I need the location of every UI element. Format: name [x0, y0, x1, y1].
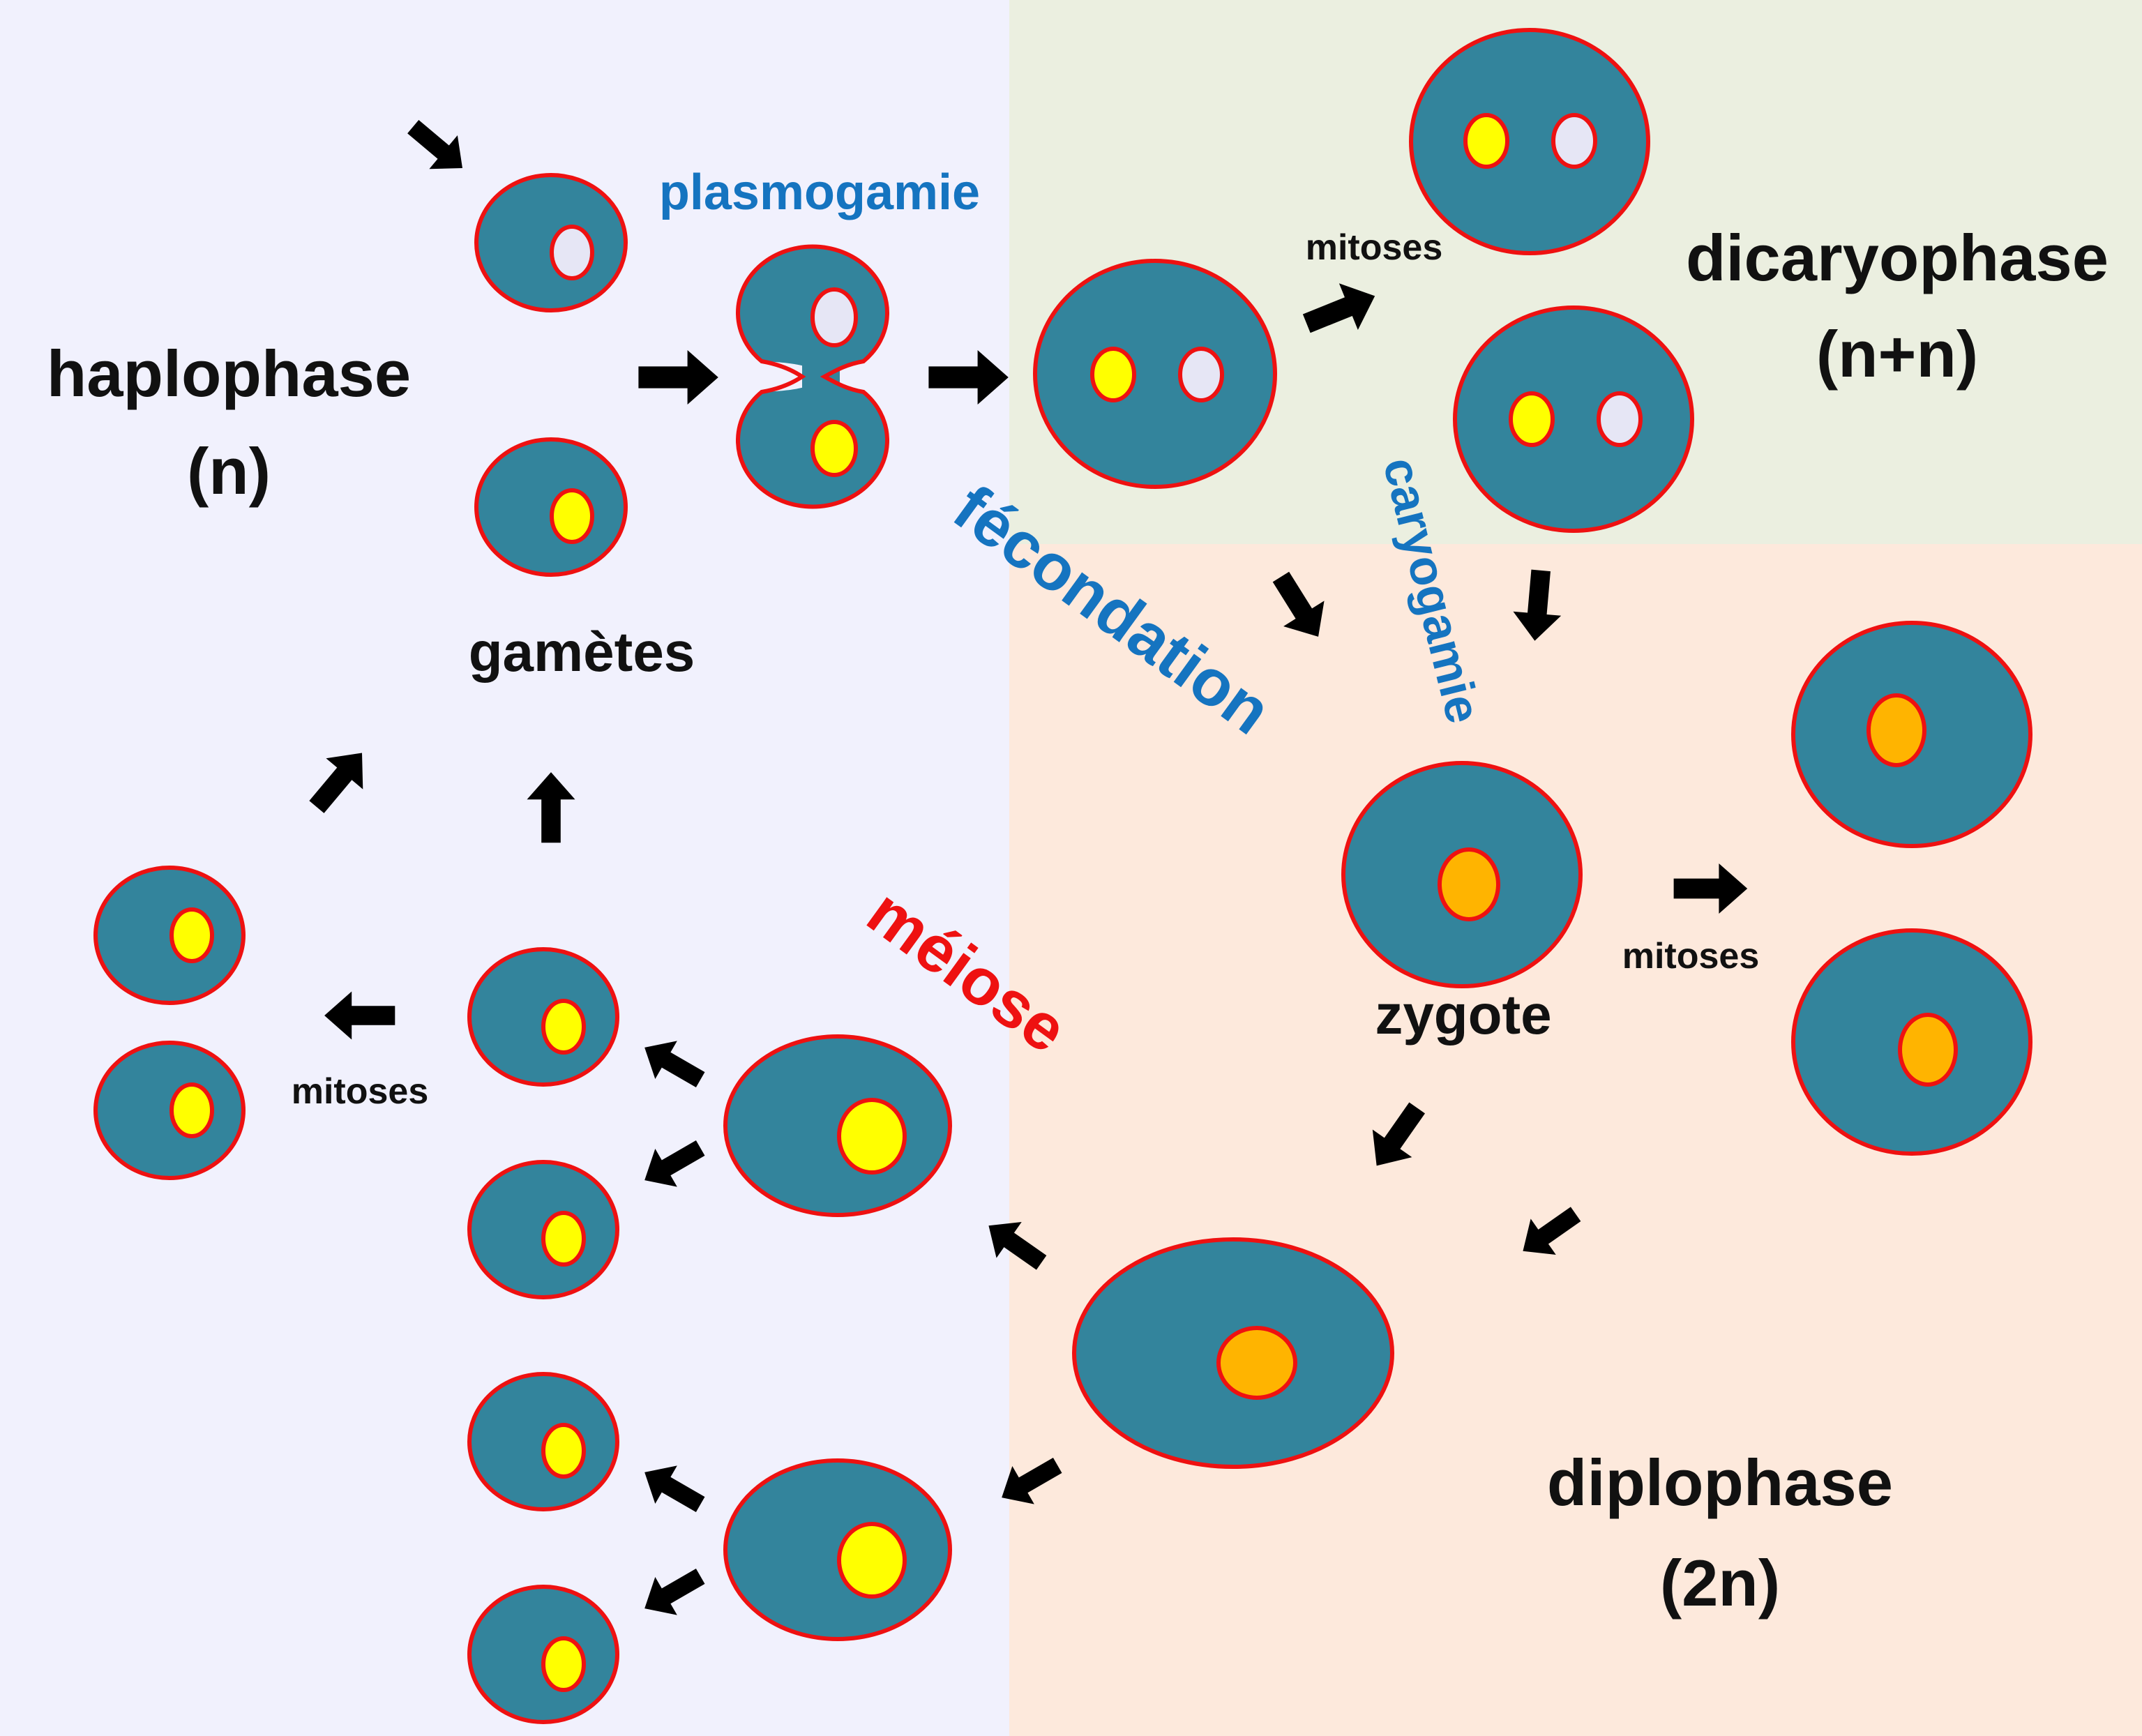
nucleus-yellow: [1090, 347, 1136, 402]
nucleus-yellow: [837, 1098, 907, 1175]
nucleus-white: [810, 287, 858, 347]
nucleus-yellow: [169, 1082, 214, 1138]
nucleus-white: [550, 225, 594, 280]
dicaryophase-ploidy: (n+n): [1816, 317, 1978, 391]
nucleus-yellow: [550, 488, 594, 544]
cells: [93, 28, 2032, 1724]
nucleus-white: [1551, 113, 1597, 169]
nucleus-yellow: [1463, 113, 1509, 169]
diplophase-ploidy: (2n): [1660, 1546, 1780, 1620]
zygote-label: zygote: [1375, 983, 1551, 1046]
nucleus-orange: [1898, 1013, 1958, 1087]
haplophase-title: haplophase: [47, 337, 411, 410]
nucleus-yellow: [541, 1423, 586, 1479]
nucleus-orange: [1438, 847, 1500, 921]
mitoses-label-haplophase: mitoses: [292, 1071, 429, 1112]
plasmogamie-label: plasmogamie: [659, 165, 980, 220]
gametes-label: gamètes: [469, 621, 695, 683]
dikaryon-cell-lower: [1453, 305, 1694, 533]
haplophase-ploidy: (n): [187, 435, 271, 508]
nucleus-yellow: [541, 1636, 586, 1692]
nucleus-yellow: [1509, 391, 1555, 447]
nucleus-yellow: [169, 907, 214, 963]
nucleus-orange: [1216, 1326, 1297, 1400]
dikaryon-cell-upper: [1409, 28, 1650, 255]
mitoses-label-diplophase: mitoses: [1622, 936, 1760, 976]
dicaryophase-title: dicaryophase: [1686, 221, 2109, 294]
nucleus-yellow: [810, 420, 858, 477]
nucleus-orange: [1866, 693, 1926, 767]
meiosis-cell-lower: [723, 1458, 952, 1641]
nucleus-white: [1178, 347, 1224, 402]
meiosis-cell-upper: [723, 1034, 952, 1217]
mitoses-label-dicaryophase: mitoses: [1306, 227, 1443, 268]
nucleus-yellow: [541, 999, 586, 1055]
nucleus-yellow: [837, 1522, 907, 1599]
nucleus-yellow: [541, 1211, 586, 1267]
nucleus-white: [1597, 391, 1643, 447]
dikaryon-cell: [1033, 259, 1277, 489]
diplophase-title: diplophase: [1547, 1446, 1893, 1519]
